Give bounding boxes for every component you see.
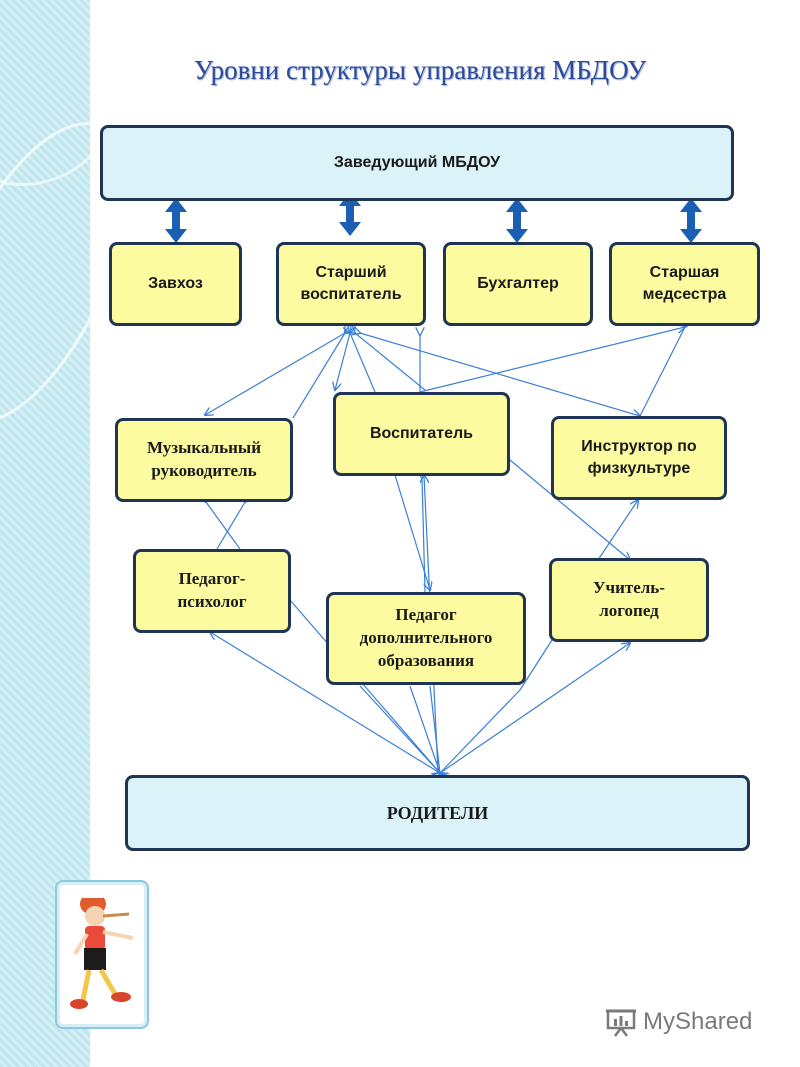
connector-line	[335, 333, 350, 390]
head-label: Заведующий МБДОУ	[333, 154, 501, 172]
teacher-box: Воспитатель	[333, 392, 510, 476]
senior-teacher-box: Старший воспитатель	[276, 242, 426, 326]
pinocchio-illustration	[55, 880, 149, 1029]
connector-line	[422, 478, 425, 593]
connector-line	[440, 643, 630, 773]
connector-line	[206, 502, 241, 550]
connector-line	[519, 639, 553, 691]
connector-line	[509, 459, 630, 560]
connector-line	[597, 500, 638, 561]
parents-label: РОДИТЕЛИ	[386, 802, 489, 823]
parents-box: РОДИТЕЛИ	[125, 775, 750, 851]
accountant-box: Бухгалтер	[443, 242, 593, 326]
senior-teacher-label: Старший воспитатель	[300, 264, 402, 303]
thick-double-arrow	[506, 198, 528, 243]
accountant-label: Бухгалтер	[477, 275, 559, 293]
music-director-label: Музыкальный руководитель	[146, 438, 261, 480]
zavhoz-label: Завхоз	[148, 275, 203, 293]
presentation-icon	[606, 1009, 636, 1037]
teacher-label: Воспитатель	[370, 425, 473, 443]
extra-education-box: Педагог дополнительного образования	[326, 592, 526, 685]
psychologist-box: Педагог-психолог	[133, 549, 291, 633]
senior-nurse-box: Старшая медсестра	[609, 242, 760, 326]
pe-instructor-box: Инструктор по физкультуре	[551, 416, 727, 500]
connector-line	[419, 327, 685, 393]
watermark-text: MyShared	[643, 1008, 753, 1035]
connector-line	[210, 632, 440, 773]
pe-instructor-label: Инструктор по физкультуре	[581, 438, 697, 477]
speech-therapist-box: Учитель-логопед	[549, 558, 709, 642]
music-director-box: Музыкальный руководитель	[115, 418, 293, 502]
connector-line	[289, 599, 440, 773]
page-title: Уровни структуры управления МБДОУ	[193, 55, 647, 85]
connector-line	[205, 333, 345, 415]
connector-line	[360, 333, 640, 416]
connector-line	[359, 685, 440, 773]
thick-double-arrow	[165, 198, 187, 243]
myshared-watermark: MyShared	[605, 1004, 775, 1040]
connector-line	[216, 502, 245, 550]
connector-line	[350, 333, 376, 393]
speech-therapist-label: Учитель-логопед	[593, 578, 665, 620]
senior-nurse-label: Старшая медсестра	[642, 264, 727, 303]
head-box: Заведующий МБДОУ	[100, 125, 734, 201]
connector-line	[639, 327, 685, 417]
pinocchio-figure	[70, 893, 134, 1009]
connector-line	[440, 689, 521, 773]
extra-education-label: Педагог дополнительного образования	[359, 605, 493, 670]
psychologist-label: Педагог-психолог	[177, 569, 247, 611]
thick-double-arrow	[680, 198, 702, 243]
zavhoz-box: Завхоз	[109, 242, 242, 326]
